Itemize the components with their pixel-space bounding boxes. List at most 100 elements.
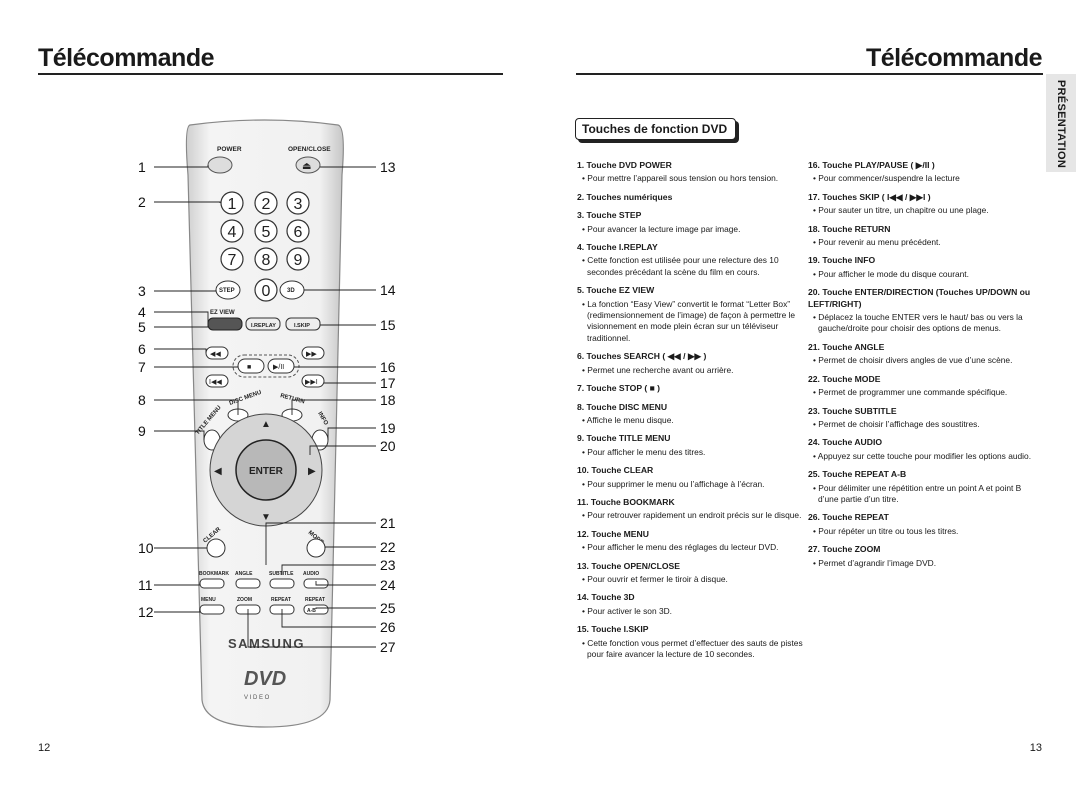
play-pause-icon: ▶/II	[273, 364, 284, 371]
description-item: 9. Touche TITLE MENUPour afficher le men…	[577, 433, 803, 458]
description-item-heading: 7. Touche STOP ( ■ )	[577, 383, 661, 394]
skip-forward-icon: ▶▶I	[305, 379, 318, 386]
callout-number-left: 12	[138, 604, 154, 620]
callout-line-left	[154, 324, 209, 328]
open-close-label: OPEN/CLOSE	[288, 146, 331, 153]
description-item-heading: 1. Touche DVD POWER	[577, 160, 672, 170]
description-item-heading: 13. Touche OPEN/CLOSE	[577, 560, 680, 571]
description-item-heading: 20. Touche ENTER/DIRECTION (Touches UP/D…	[808, 287, 1031, 309]
three-d-label: 3D	[287, 288, 295, 294]
play-pause-button	[267, 358, 295, 374]
description-item-heading: 24. Touche AUDIO	[808, 437, 883, 448]
callout-number-right: 14	[380, 282, 396, 298]
digit-button	[220, 191, 244, 215]
description-item: 23. Touche SUBTITLEPermet de choisir l’a…	[808, 406, 1034, 431]
digit-button	[220, 247, 244, 271]
description-item-text: Cette fonction est utilisée pour une rel…	[577, 255, 803, 278]
description-item: 19. Touche INFOPour afficher le mode du …	[808, 255, 1034, 280]
digit-button	[254, 278, 278, 302]
callout-line-right	[281, 564, 376, 575]
description-item-text: Pour afficher le menu des titres.	[577, 447, 803, 458]
callout-number-left: 6	[138, 341, 146, 357]
callout-number-left: 5	[138, 319, 146, 335]
title-rule-right	[576, 73, 1043, 75]
callout-line-left	[154, 201, 221, 203]
callout-number-right: 16	[380, 359, 396, 375]
callout-number-left: 11	[138, 577, 153, 593]
search-back-icon: ◀◀	[210, 351, 221, 358]
description-item-heading: 4. Touche I.REPLAY	[577, 242, 658, 253]
items-column-2: 16. Touche PLAY/PAUSE ( ▶/II )Pour comme…	[808, 160, 1034, 576]
search-forward-button	[301, 346, 325, 360]
description-item-text: Pour mettre l’appareil sous tension ou h…	[577, 173, 803, 184]
callout-line-right	[327, 427, 376, 440]
skip-forward-button	[301, 374, 325, 388]
digit-button	[286, 219, 310, 243]
digit-label: 5	[262, 224, 271, 241]
callout-line-left	[154, 311, 209, 324]
description-item: 7. Touche STOP ( ■ )	[577, 383, 803, 394]
enter-button	[235, 439, 297, 501]
callout-line-left	[154, 366, 239, 368]
description-item: 22. Touche MODE Permet de programmer une …	[808, 374, 1034, 399]
description-item: 1. Touche DVD POWER Pour mettre l’apparei…	[577, 160, 803, 185]
bottom-row2-label: REPEAT	[271, 597, 291, 603]
search-forward-icon: ▶▶	[306, 351, 317, 358]
description-item-text: Affiche le menu disque.	[577, 415, 803, 426]
stop-icon: ■	[247, 364, 251, 371]
description-item-text: Pour délimiter une répétition entre un p…	[808, 483, 1034, 506]
callout-number-left: 1	[138, 159, 146, 175]
bottom-row1-label: AUDIO	[303, 571, 319, 577]
digit-button	[286, 247, 310, 271]
description-item: 4. Touche I.REPLAY Cette fonction est uti…	[577, 242, 803, 278]
digit-button	[254, 191, 278, 215]
callout-number-left: 8	[138, 392, 146, 408]
description-item-heading: 14. Touche 3D	[577, 592, 635, 603]
page-number-right: 13	[1029, 742, 1042, 754]
digit-label: 3	[294, 196, 303, 213]
description-item-heading: 27. Touche ZOOM	[808, 544, 881, 555]
page-title-left: Télécommande	[38, 44, 215, 72]
callout-number-left: 4	[138, 304, 146, 320]
description-item-text: Pour retrouver rapidement un endroit pré…	[577, 510, 803, 521]
description-item-heading: 8. Touche DISC MENU	[577, 401, 668, 412]
description-item-text: Permet de programmer une commande spécif…	[808, 387, 1034, 398]
callout-number-right: 21	[380, 515, 396, 531]
mode-button	[306, 538, 326, 558]
ireplay-label: I.REPLAY	[251, 323, 276, 329]
description-item-heading: 12. Touche MENU	[577, 528, 649, 539]
callout-number-right: 20	[380, 438, 396, 454]
bottom-row1-label: BOOKMARK	[199, 571, 229, 577]
video-logo: V I D E O	[244, 695, 270, 701]
callout-line-left	[154, 609, 201, 613]
description-item-text: La fonction “Easy View” convertit le for…	[577, 299, 803, 345]
digit-label: 9	[294, 252, 303, 269]
callout-number-left: 3	[138, 283, 146, 299]
callout-number-left: 7	[138, 359, 146, 375]
description-item: 27. Touche ZOOMPermet d’agrandir l’image…	[808, 544, 1034, 569]
description-item: 8. Touche DISC MENU Affiche le menu disqu…	[577, 402, 803, 427]
stop-play-group	[232, 354, 300, 378]
down-arrow-icon: ▼	[261, 512, 271, 523]
ez-view-button	[207, 317, 243, 331]
callout-line-right	[281, 609, 376, 628]
description-item-heading: 22. Touche MODE	[808, 373, 881, 384]
callout-number-left: 2	[138, 194, 146, 210]
description-item-heading: 6. Touches SEARCH ( ◀◀ / ▶▶ )	[577, 351, 707, 362]
digit-button	[220, 219, 244, 243]
description-item-text: Pour commencer/suspendre la lecture	[808, 173, 1034, 184]
description-item-text: Pour afficher le menu des réglages du le…	[577, 542, 803, 553]
digit-label: 6	[294, 224, 303, 241]
description-item: 5. Touche EZ VIEWLa fonction “Easy View”…	[577, 285, 803, 344]
callout-number-right: 17	[380, 375, 396, 391]
bottom-row1-button	[199, 578, 225, 589]
callout-line-left	[154, 430, 205, 440]
description-item-heading: 15. Touche I.SKIP	[577, 624, 649, 635]
callout-number-right: 18	[380, 392, 396, 408]
section-side-tab: PRÉSENTATION	[1046, 74, 1076, 172]
description-item-heading: 11. Touche BOOKMARK	[577, 496, 675, 507]
iskip-button	[285, 317, 321, 331]
callout-number-left: 10	[138, 540, 154, 556]
description-item: 14. Touche 3DPour activer le son 3D.	[577, 592, 803, 617]
ab-label: A-B	[307, 608, 316, 614]
